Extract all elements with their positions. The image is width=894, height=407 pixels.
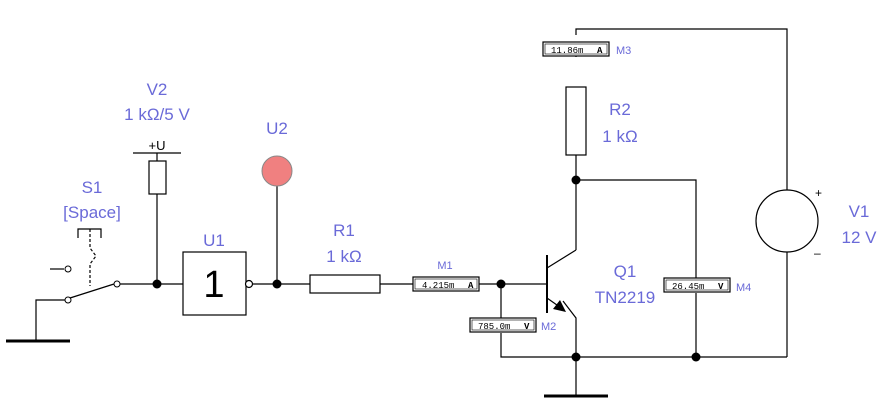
resistor-r2: R2 1 kΩ [565,86,638,156]
junction-dot [152,279,162,289]
m4-unit: V [718,282,724,292]
inverter-u1: 1 U1 [182,231,254,316]
meter-m4: 26.45m V M4 [663,277,751,294]
v2-terminal: +U [149,138,166,153]
r2-value: 1 kΩ [602,127,637,146]
m2-unit: V [524,322,530,332]
s1-name: S1 [82,178,103,197]
v1-value: 12 V [842,228,878,247]
junction-dot [496,279,506,289]
u1-symbol: 1 [203,264,224,306]
m3-reading: 11.86m [551,46,583,56]
r1-name: R1 [333,221,355,240]
m3-name: M3 [616,45,631,57]
q1-type: TN2219 [595,288,655,307]
m4-name: M4 [736,282,751,294]
v1-name: V1 [849,202,870,221]
ground-bottom [544,372,608,398]
m2-reading: 785.0m [478,322,510,332]
junction-dot [272,279,282,289]
source-v1: + – V1 12 V [755,186,878,260]
switch-s1[interactable]: S1 [Space] [50,178,121,304]
junctions [152,175,701,362]
junction-dot [691,352,701,362]
v2-name: V2 [147,80,168,99]
resistor-r1: R1 1 kΩ [309,221,381,294]
supply-v2: V2 1 kΩ/5 V +U [124,80,190,195]
transistor-q1: Q1 TN2219 [540,249,655,313]
m4-reading: 26.45m [672,282,704,292]
meter-m1: 4.215m A M1 [412,260,480,292]
r2-name: R2 [609,100,631,119]
m3-unit: A [597,46,603,56]
junction-dot [571,175,581,185]
meter-m2: 785.0m V M2 [469,317,556,333]
junction-dot [571,352,581,362]
u2-name: U2 [266,119,288,138]
m1-name: M1 [437,260,452,272]
m1-reading: 4.215m [422,281,454,291]
lamp-u2: U2 [261,119,293,187]
m2-name: M2 [541,321,556,333]
wires [35,28,788,372]
r1-value: 1 kΩ [326,247,361,266]
u1-name: U1 [203,231,225,250]
m1-unit: A [468,281,474,291]
v2-value: 1 kΩ/5 V [124,105,190,124]
s1-key: [Space] [63,203,121,222]
v1-minus: – [814,246,821,260]
meter-m3: 11.86m A M3 [542,41,631,57]
v1-plus: + [815,186,822,200]
q1-name: Q1 [614,262,637,281]
